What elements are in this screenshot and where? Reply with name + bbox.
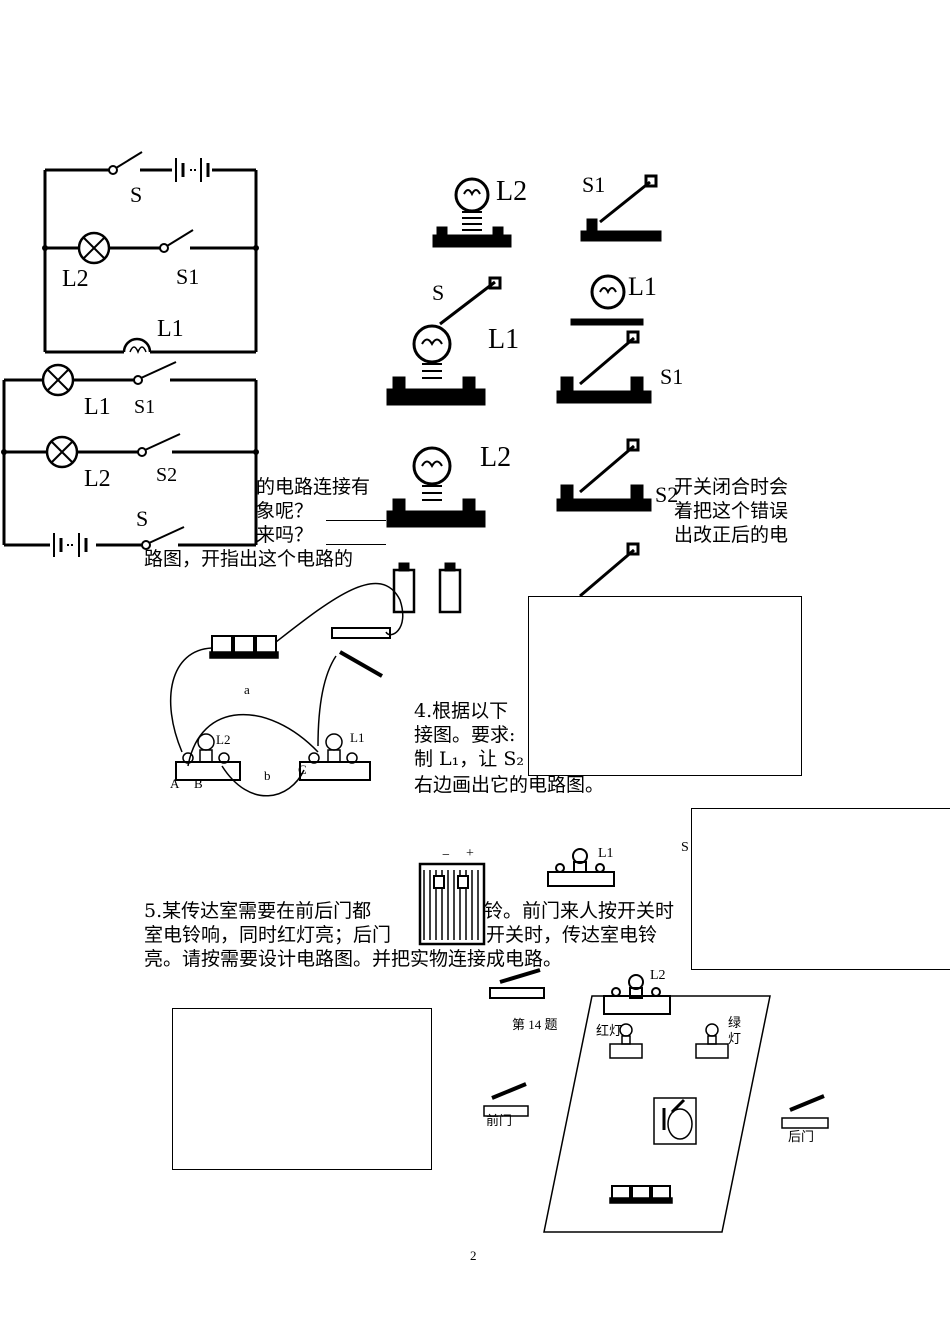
- circuit1-label-s: S: [130, 182, 143, 207]
- circuit2-label-l2: L2: [84, 466, 111, 492]
- kit-s-label: S: [681, 840, 689, 855]
- back-door-label: 后门: [788, 1129, 815, 1144]
- green-lamp-label-1: 绿: [728, 1015, 742, 1030]
- q4-line3: 制 L₁，让 S₂: [414, 748, 524, 770]
- terminal-label-A: A: [170, 776, 180, 791]
- circuit1-label-s1: S1: [176, 264, 200, 289]
- part-top-l1-label: L1: [628, 272, 657, 301]
- red-lamp-label: 红灯: [596, 1023, 623, 1038]
- q5-line1-left: 5.某传达室需要在前后门都: [144, 900, 372, 922]
- part-top-s1-label: S1: [582, 172, 606, 197]
- q3-line4: 路图，开指出这个电路的: [144, 548, 354, 570]
- q5-line2-mid: 开关时，传达室电铃: [486, 924, 658, 946]
- circuit2-label-s1: S1: [134, 396, 156, 418]
- q3-line1-right: 开关闭合时会: [674, 476, 789, 498]
- q3-line3-left: 来吗？: [256, 524, 314, 546]
- q5-line3: 亮。请按需要设计电路图。并把实物连接成电路。: [144, 948, 563, 970]
- circuit2-label-s2: S2: [156, 464, 178, 486]
- q3-answer-blank-2[interactable]: [326, 544, 386, 545]
- q3-line2-right: 着把这个错误: [674, 500, 789, 522]
- part-top-s-label: S: [432, 280, 445, 305]
- part-top-l2-label: L2: [496, 176, 528, 207]
- q3-answer-box[interactable]: [528, 596, 802, 776]
- wire-label-a: a: [244, 682, 250, 697]
- part-mid-l1-label: L1: [488, 324, 520, 355]
- q4-line4: 右边画出它的电路图。: [414, 774, 605, 796]
- kit-l2-label: L2: [650, 968, 666, 983]
- kit-l1-label: L1: [598, 846, 614, 861]
- q3-line1-left: 的电路连接有: [256, 476, 371, 498]
- wiring-l1-label: L1: [350, 730, 365, 745]
- circuit1-label-l1: L1: [157, 316, 184, 342]
- wiring-l2-label: L2: [216, 732, 231, 747]
- q3-answer-blank-1[interactable]: [326, 520, 386, 521]
- figure-caption-14: 第 14 题: [512, 1017, 558, 1032]
- terminal-label-B: B: [194, 776, 203, 791]
- green-lamp-label-2: 灯: [728, 1031, 742, 1046]
- part-mid-s1-label: S1: [660, 364, 684, 389]
- q4-line1: 4.根据以下: [414, 700, 509, 722]
- circuit2-label-l1: L1: [84, 394, 111, 420]
- circuit2-label-s: S: [136, 506, 149, 531]
- kit-battery-minus: −: [442, 848, 450, 863]
- part-mid-l2-label: L2: [480, 442, 512, 473]
- q5-line1-mid: 铃。前门来人按开关时: [484, 900, 675, 922]
- q5-line2-left: 室电铃响，同时红灯亮；后门: [144, 924, 392, 946]
- q3-line2-left: 象呢？: [256, 500, 314, 522]
- kit-battery-plus: +: [466, 846, 474, 861]
- q4-line2: 接图。要求:: [414, 724, 516, 746]
- wire-label-b: b: [264, 768, 271, 783]
- q4-answer-box[interactable]: [691, 808, 950, 970]
- front-door-label: 前门: [486, 1113, 513, 1128]
- terminal-label-C: C: [298, 762, 307, 777]
- part-mid-s2-label: S2: [655, 482, 679, 507]
- circuit1-label-l2: L2: [62, 266, 89, 292]
- q3-line3-right: 出改正后的电: [674, 524, 789, 546]
- q5-answer-box[interactable]: [172, 1008, 432, 1170]
- page-number: 2: [470, 1248, 477, 1263]
